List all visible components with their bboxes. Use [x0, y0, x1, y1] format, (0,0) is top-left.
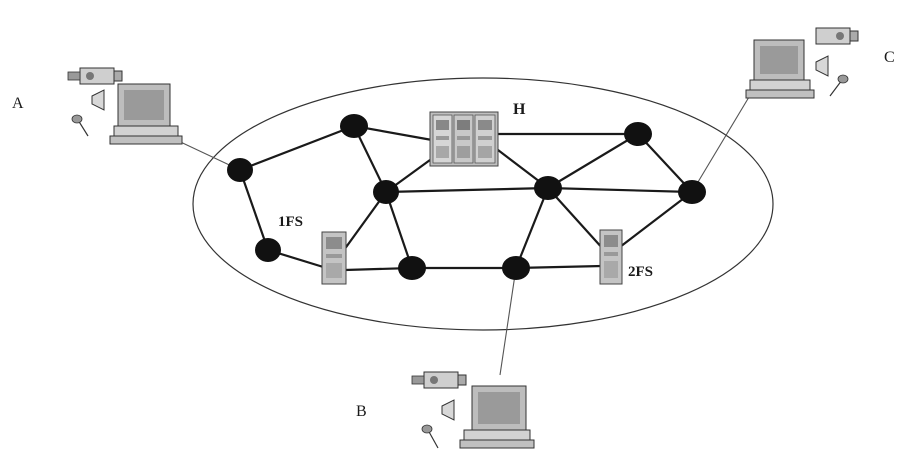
- edge: [238, 124, 356, 172]
- multimedia-workstation-icon: [745, 27, 859, 99]
- edge: [546, 186, 606, 252]
- microphone-icon: [829, 74, 849, 97]
- router-node: [678, 180, 706, 204]
- microphone-icon: [421, 424, 439, 449]
- router-node: [624, 122, 652, 146]
- edge: [384, 186, 550, 194]
- router-node: [502, 256, 530, 280]
- multimedia-workstation-icon: [67, 67, 183, 145]
- speaker-icon: [815, 55, 829, 77]
- edge: [546, 186, 694, 194]
- video-camera-icon: [815, 27, 859, 45]
- router-node: [227, 158, 253, 182]
- edge: [546, 132, 640, 190]
- server-rack-icon: [429, 111, 499, 167]
- microphone-icon: [71, 114, 89, 137]
- label-server-1fs: 1FS: [278, 214, 303, 230]
- server-rack-icon: [599, 229, 623, 285]
- edge: [514, 186, 550, 270]
- video-camera-icon: [411, 371, 467, 389]
- router-node: [373, 180, 399, 204]
- router-node: [398, 256, 426, 280]
- server-2fs: [599, 229, 623, 285]
- label-terminal-b: B: [356, 403, 367, 420]
- speaker-icon: [441, 399, 455, 421]
- terminal-a: [67, 67, 183, 145]
- router-nodes: [227, 114, 706, 280]
- edge: [514, 264, 604, 270]
- label-server-2fs: 2FS: [628, 264, 653, 280]
- edge: [636, 132, 694, 194]
- edge: [384, 190, 414, 270]
- link-c: [691, 91, 753, 193]
- server-1fs: [321, 231, 347, 285]
- label-terminal-a: A: [12, 95, 24, 112]
- network-boundary: [192, 77, 774, 331]
- edge: [238, 168, 270, 252]
- video-camera-icon: [67, 67, 123, 85]
- backbone-edges: [238, 124, 694, 272]
- edge: [614, 190, 694, 252]
- router-node: [534, 176, 562, 200]
- router-node: [340, 114, 368, 138]
- label-terminal-c: C: [884, 49, 895, 66]
- speaker-icon: [91, 89, 105, 111]
- router-node: [255, 238, 281, 262]
- label-server-h: H: [513, 101, 526, 118]
- multimedia-workstation-icon: [411, 371, 535, 449]
- server-rack-icon: [321, 231, 347, 285]
- link-b: [499, 267, 517, 376]
- server-h: [429, 111, 499, 167]
- terminal-c: [745, 27, 859, 99]
- terminal-b: [411, 371, 535, 449]
